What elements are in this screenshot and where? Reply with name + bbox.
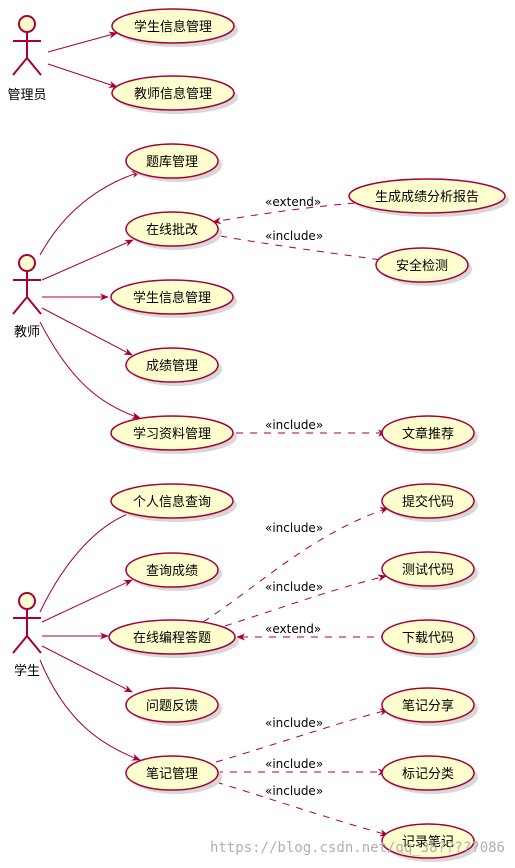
actor-admin-label: 管理员 — [7, 88, 46, 103]
actor-student-label: 学生 — [14, 663, 40, 679]
svg-text:文章推荐: 文章推荐 — [402, 426, 454, 442]
usecase-question-bank: 题库管理 — [125, 143, 222, 182]
stereotype-include-share: «include» — [265, 716, 323, 730]
usecase-record-notes: 记录笔记 — [381, 823, 478, 862]
usecase-online-programming: 在线编程答题 — [108, 619, 239, 658]
usecase-online-grading: 在线批改 — [125, 211, 222, 250]
actor-teacher-label: 教师 — [14, 324, 40, 340]
edge-extend-report — [212, 202, 356, 225]
edge-include-submit — [202, 507, 389, 623]
edge-include-test — [224, 574, 387, 627]
usecase-admin-student-info: 学生信息管理 — [111, 8, 238, 47]
svg-text:笔记分享: 笔记分享 — [402, 698, 454, 714]
svg-text:学习资料管理: 学习资料管理 — [133, 426, 211, 442]
edge-teacher-question-bank — [39, 171, 141, 256]
watermark: https://blog.csdn.net/qq_38?????086 — [210, 840, 505, 856]
usecase-teacher-student-info: 学生信息管理 — [110, 279, 237, 318]
usecase-notes-mgmt: 笔记管理 — [125, 755, 222, 794]
edge-student-feedback — [41, 645, 133, 693]
svg-text:个人信息查询: 个人信息查询 — [133, 494, 211, 510]
svg-text:标记分类: 标记分类 — [402, 767, 454, 782]
edge-admin-student-info — [47, 31, 118, 53]
stereotype-include-record: «include» — [265, 784, 323, 798]
svg-text:查询成绩: 查询成绩 — [146, 564, 198, 579]
svg-text:教师信息管理: 教师信息管理 — [134, 86, 212, 102]
usecase-download-code: 下载代码 — [381, 619, 478, 658]
edge-student-query-grades — [41, 579, 133, 623]
stereotype-include-test: «include» — [265, 580, 323, 594]
usecase-grade-mgmt: 成绩管理 — [125, 347, 222, 386]
edge-admin-teacher-info — [47, 63, 118, 88]
svg-text:笔记管理: 笔记管理 — [146, 766, 198, 782]
svg-text:题库管理: 题库管理 — [146, 154, 198, 170]
usecase-personal-info-query: 个人信息查询 — [110, 483, 237, 522]
usecase-report: 生成成绩分析报告 — [348, 178, 509, 217]
stereotype-include-submit: «include» — [265, 521, 323, 535]
svg-text:提交代码: 提交代码 — [402, 494, 454, 510]
usecase-article-recommend: 文章推荐 — [381, 415, 478, 454]
svg-text:安全检测: 安全检测 — [396, 258, 448, 274]
actor-admin: 管理员 — [7, 15, 47, 103]
usecase-feedback: 问题反馈 — [125, 687, 222, 726]
stereotype-include-security: «include» — [265, 229, 323, 243]
usecase-query-grades: 查询成绩 — [125, 552, 222, 591]
stereotype-extend-report: «extend» — [265, 195, 321, 209]
actor-teacher: 教师 — [12, 254, 42, 340]
svg-text:在线批改: 在线批改 — [146, 223, 198, 238]
stereotype-include-article: «include» — [265, 418, 323, 432]
usecase-admin-teacher-info: 教师信息管理 — [111, 75, 238, 114]
usecase-security-check: 安全检测 — [375, 247, 472, 286]
edge-teacher-materials — [39, 321, 141, 419]
svg-text:记录笔记: 记录笔记 — [402, 834, 454, 850]
edge-teacher-online-grading — [41, 239, 134, 281]
edge-include-record — [215, 781, 389, 837]
svg-text:学生信息管理: 学生信息管理 — [133, 290, 211, 306]
svg-text:在线编程答题: 在线编程答题 — [133, 630, 211, 646]
svg-text:下载代码: 下载代码 — [402, 631, 454, 646]
svg-text:测试代码: 测试代码 — [402, 563, 454, 578]
usecase-submit-code: 提交代码 — [381, 483, 478, 522]
edge-include-share — [215, 708, 389, 763]
usecase-share-notes: 笔记分享 — [381, 687, 478, 726]
usecase-test-code: 测试代码 — [381, 551, 478, 590]
edge-teacher-grade-mgmt — [41, 307, 133, 356]
stereotype-extend-download: «extend» — [265, 622, 321, 636]
svg-text:问题反馈: 问题反馈 — [146, 699, 198, 714]
svg-text:学生信息管理: 学生信息管理 — [134, 19, 212, 35]
svg-text:生成成绩分析报告: 生成成绩分析报告 — [375, 190, 479, 205]
svg-text:成绩管理: 成绩管理 — [146, 359, 198, 374]
actor-student: 学生 — [12, 592, 42, 679]
stereotype-include-tag: «include» — [265, 757, 323, 771]
usecase-materials-mgmt: 学习资料管理 — [110, 415, 237, 454]
edge-student-notes — [39, 659, 141, 761]
usecase-tag-category: 标记分类 — [381, 755, 478, 794]
edge-student-personal-info — [39, 508, 141, 613]
